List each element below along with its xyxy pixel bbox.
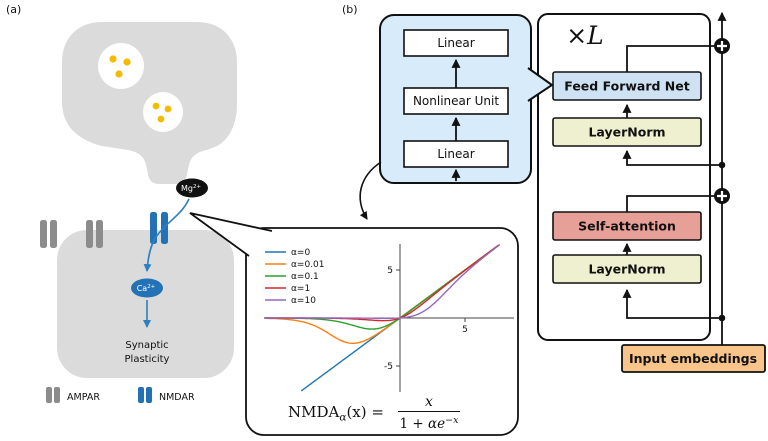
y-tick-label: 5 <box>387 266 393 276</box>
times-symbol: × <box>566 21 587 50</box>
ampar-receptors <box>40 220 103 248</box>
calcium-influx-arrow <box>143 198 190 272</box>
ca-label: Ca <box>137 284 148 293</box>
x-tick-label: 5 <box>462 325 468 335</box>
nmda-formula: NMDAα(x) = x 1 + αe−x <box>288 394 460 432</box>
plot-curves <box>264 244 501 392</box>
add-circle-icon <box>714 38 730 54</box>
legend-label: α=0.01 <box>291 260 325 270</box>
formula-name: NMDA <box>288 403 340 421</box>
mg-charge: 2+ <box>193 184 201 190</box>
formula-numerator: x <box>425 394 433 410</box>
legend-label: α=1 <box>291 284 310 294</box>
input-embeddings-label: Input embeddings <box>629 351 757 366</box>
branch-dot-lower <box>718 314 726 322</box>
transformer-block-frame <box>537 13 711 341</box>
formula-rest: (x) = <box>346 403 384 421</box>
den-e: e <box>437 416 445 432</box>
feed-forward-label: Feed Forward Net <box>564 79 689 94</box>
add-circle-icon <box>714 188 730 204</box>
formula-sub: α <box>339 412 346 424</box>
ca-charge: 2+ <box>147 284 155 290</box>
vesicle <box>98 43 144 89</box>
self-attention-block <box>552 211 702 241</box>
svg-text:NMDAα(x) =: NMDAα(x) = <box>288 403 384 424</box>
nmda-plot-inset: 5 5 -5 α=0 α=0.01 α=0.1 α=1 α=10 NMDAα(x) = x … <box>189 212 519 436</box>
linear-top-box <box>403 29 509 57</box>
self-attention-label: Self-attention <box>578 219 676 234</box>
repeat-multiplier: ×L <box>566 21 604 50</box>
linear-top-label: Linear <box>437 36 474 50</box>
layernorm2-block <box>552 254 702 284</box>
panel-b-label: (b) <box>342 3 358 16</box>
vesicle <box>143 92 183 132</box>
layers-variable: L <box>586 21 604 50</box>
callout-to-plot-arrow <box>359 161 382 220</box>
legend-nmdar-label: NMDAR <box>159 392 195 403</box>
linear-bottom-box <box>403 140 509 168</box>
receptor-legend: AMPAR NMDAR <box>46 387 195 403</box>
plot-callout-tail <box>189 212 273 257</box>
branch-to-layernorm1 <box>622 149 722 166</box>
legend-label: α=0.1 <box>291 272 319 282</box>
add-operators <box>714 38 730 204</box>
den-alpha: α <box>428 416 437 432</box>
den-pre: 1 + <box>400 416 428 432</box>
legend-ampar-label: AMPAR <box>67 392 100 403</box>
layernorm2-label: LayerNorm <box>588 262 665 277</box>
legend-label: α=10 <box>291 296 316 306</box>
magnesium-ion: Mg2+ <box>176 178 208 198</box>
den-exponent: −x <box>445 415 459 426</box>
ion-flow-arrows <box>143 198 190 328</box>
svg-text:Ca2+: Ca2+ <box>137 284 156 293</box>
postsynaptic-terminal <box>57 230 234 378</box>
residual-flow-lines <box>622 11 727 345</box>
svg-text:Mg2+: Mg2+ <box>181 184 201 193</box>
neurotransmitter-dots <box>109 55 172 123</box>
ffn-callout-bubble: Linear Nonlinear Unit Linear <box>379 14 554 184</box>
plot-curve-α=10 <box>264 244 501 319</box>
layernorm1-label: LayerNorm <box>588 125 665 140</box>
branch-dot-upper <box>718 161 726 169</box>
layernorm1-block <box>552 117 702 147</box>
nonlinear-unit-label: Nonlinear Unit <box>413 94 499 108</box>
residual-branch-dots <box>718 161 726 322</box>
linear-bottom-label: Linear <box>437 147 474 161</box>
ffn-to-add2 <box>626 45 714 72</box>
legend-label: α=0 <box>291 248 310 258</box>
synaptic-vesicles <box>98 43 183 132</box>
plot-ticks: 5 5 -5 <box>384 266 468 372</box>
nonlinear-unit-box <box>403 87 509 115</box>
formula-denominator: 1 + αe−x <box>400 415 460 432</box>
transformer-blocks: Feed Forward Net LayerNorm Self-attentio… <box>552 71 702 284</box>
input-embeddings-block <box>621 344 766 373</box>
bubble-tail-to-ffn <box>527 67 554 102</box>
branch-to-layernorm2 <box>622 288 722 319</box>
feed-forward-block <box>552 71 702 101</box>
plasticity-text-line1: Synaptic <box>125 340 168 351</box>
calcium-ion: Ca2+ <box>131 278 163 298</box>
panel-a-label: (a) <box>6 3 21 16</box>
selfattention-to-add1 <box>626 195 714 212</box>
mg-label: Mg <box>181 184 193 193</box>
plasticity-text-line2: Plasticity <box>125 354 170 365</box>
plot-legend: α=0 α=0.01 α=0.1 α=1 α=10 <box>265 248 325 306</box>
y-tick-label: -5 <box>384 362 393 372</box>
